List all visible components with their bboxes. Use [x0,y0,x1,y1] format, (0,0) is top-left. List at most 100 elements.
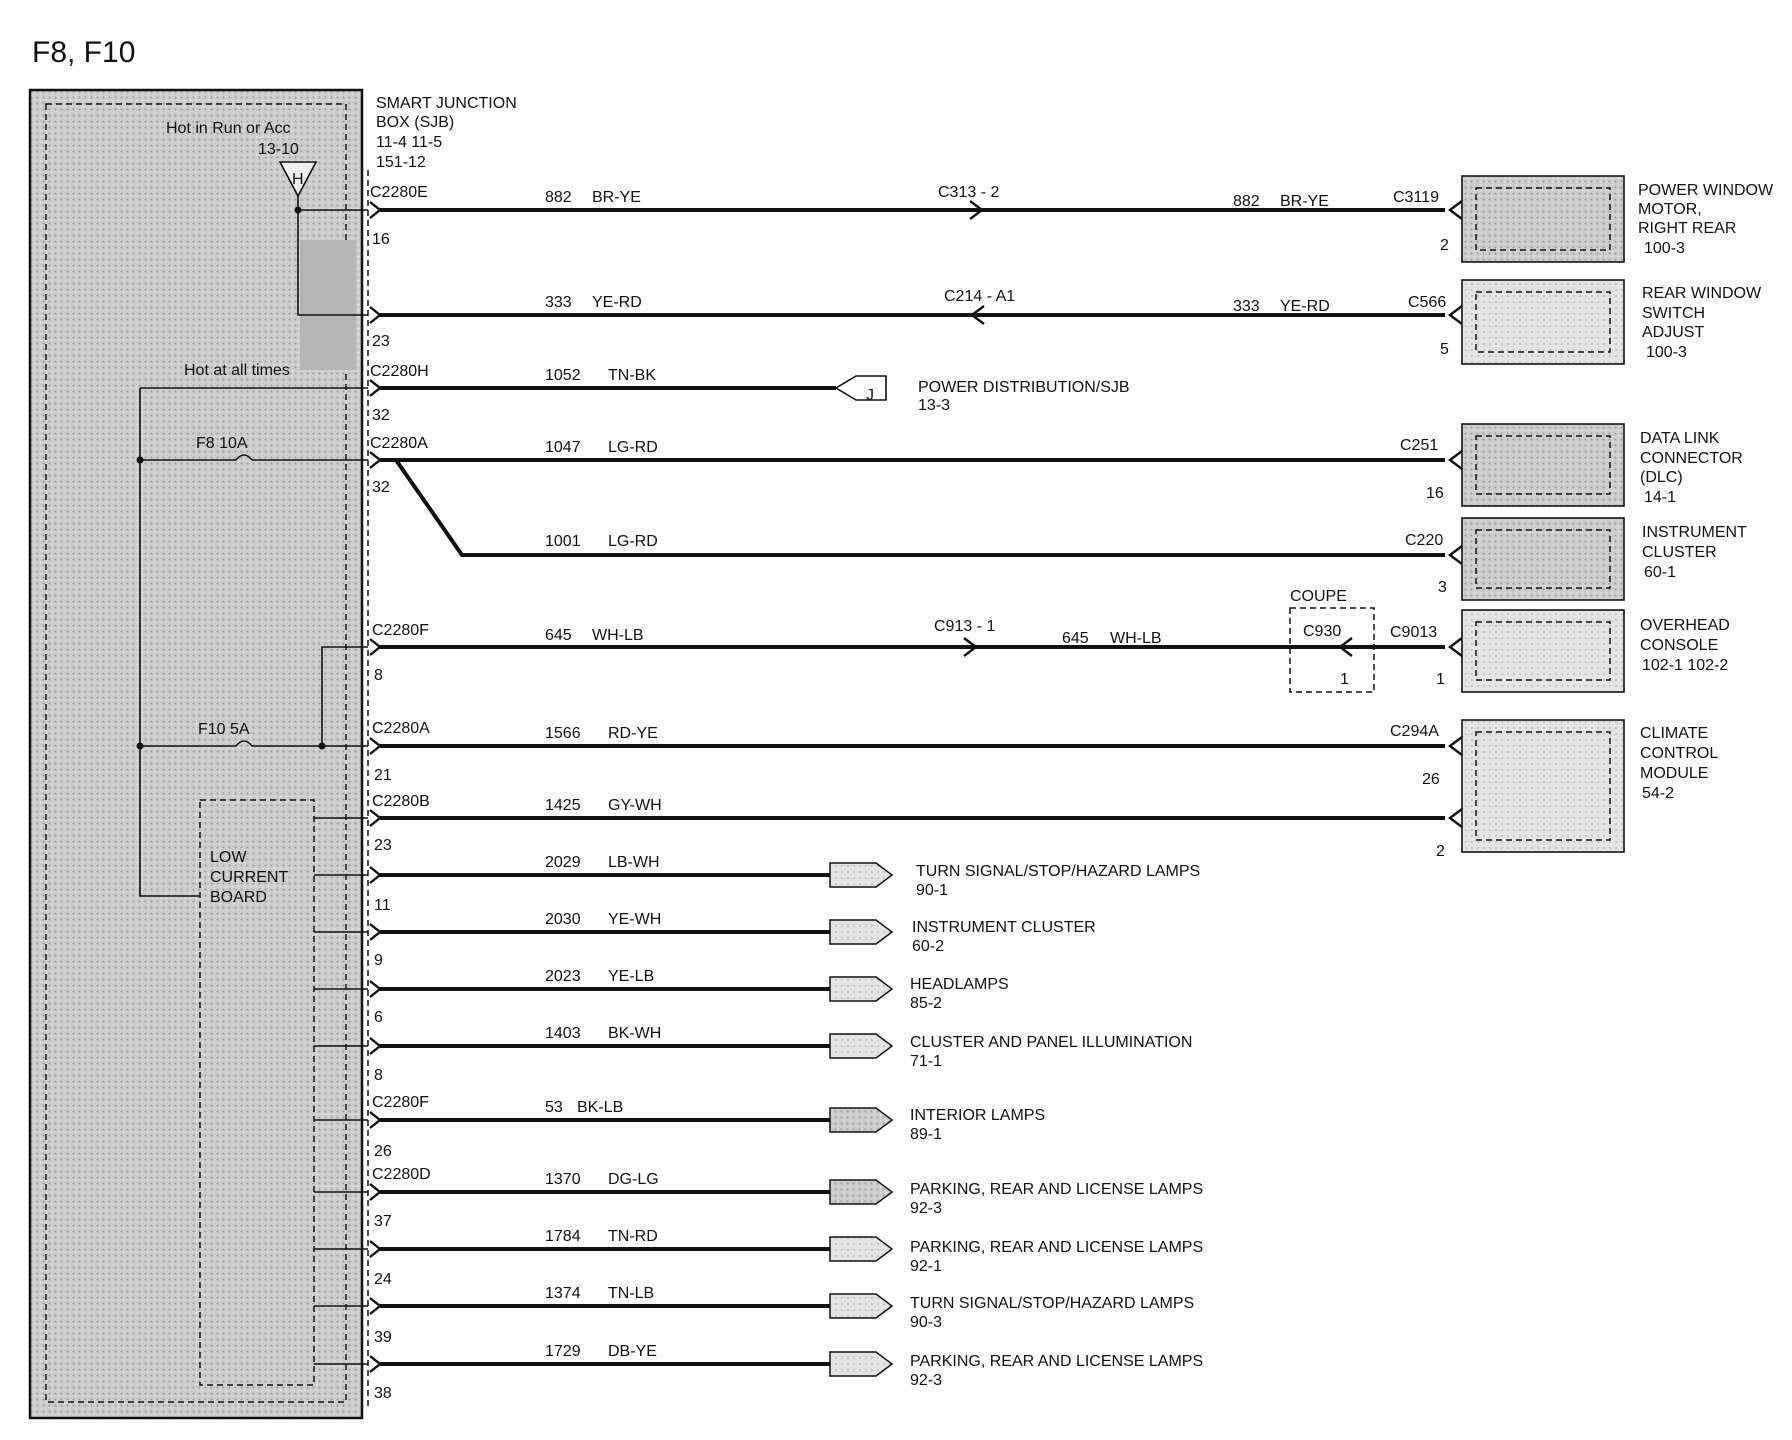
ccm-line3: MODULE [1640,765,1708,782]
w1052-circuit: 1052 [545,367,581,384]
circuit-333: 23 333 YE-RD C214 - A1 333 YE-RD C566 5 [372,288,1463,358]
oc-line2: CONSOLE [1640,637,1718,654]
component-rear-window-switch: REAR WINDOW SWITCH ADJUST 100-3 [1461,279,1762,365]
w645-coupe-label: COUPE [1290,588,1347,605]
w333-color: YE-RD [592,294,642,311]
w1425-dest-pin: 2 [1436,843,1445,860]
page-ref-arrow [829,862,894,888]
w1425-connector: C2280B [372,793,430,810]
w53-circuit: 53 [545,1099,563,1116]
w2029-circuit: 2029 [545,854,581,871]
w2029-pin: 11 [374,897,391,914]
hot-run-label: Hot in Run or Acc [166,120,291,137]
w2023-dest-ref: 85-2 [910,995,942,1012]
oc-ref: 102-1 102-2 [1642,657,1728,674]
page-ref-arrow [829,919,894,945]
component-power-window-motor: POWER WINDOW MOTOR, RIGHT REAR 100-3 [1461,175,1774,263]
w1403-circuit: 1403 [545,1025,581,1042]
hot-run-symbol [278,161,318,198]
sjb-upper-relay-area [300,240,356,370]
w882-circuit: 882 [545,189,572,206]
w53-connector: C2280F [372,1094,429,1111]
page-ref-arrow [829,1107,894,1133]
oc-line1: OVERHEAD [1640,617,1730,634]
circuit-53: C2280F 26 53 BK-LB INTERIOR LAMPS 89-1 [372,1094,1045,1160]
w333-color-2: YE-RD [1280,298,1330,315]
w333-inline-connector: C214 - A1 [944,288,1015,305]
page-ref-arrow [829,976,894,1002]
w645-coupe-connector: C930 [1303,623,1341,640]
w1370-color: DG-LG [608,1171,659,1188]
w1374-pin: 39 [374,1329,392,1346]
w1729-dest: PARKING, REAR AND LICENSE LAMPS [910,1353,1203,1370]
sjb-inner-dashed [45,103,347,1403]
fuse-f10-label: F10 5A [198,721,250,738]
w1047-pin: 32 [372,479,390,496]
w1729-color: DB-YE [608,1343,657,1360]
hot-run-symbol-letter: H [292,171,304,188]
w882-color: BR-YE [592,189,641,206]
component-overhead-console: OVERHEAD CONSOLE 102-1 102-2 [1461,609,1730,693]
ccm-ref: 54-2 [1642,785,1674,802]
hot-all-label: Hot at all times [184,362,290,379]
w645-circuit-2: 645 [1062,630,1089,647]
circuit-2023: 6 2023 YE-LB HEADLAMPS 85-2 [374,968,1009,1026]
component-climate-control-module: CLIMATE CONTROL MODULE 54-2 [1461,719,1718,853]
pwm-ref: 100-3 [1644,240,1685,257]
circuit-1425: C2280B 23 1425 GY-WH 2 [372,793,1463,860]
w2023-dest: HEADLAMPS [910,976,1009,993]
w1370-dest: PARKING, REAR AND LICENSE LAMPS [910,1181,1203,1198]
circuit-1001: 1001 LG-RD C220 3 [394,458,1463,596]
w1425-pin: 23 [374,837,392,854]
sjb-refs-line2: 151-12 [376,154,426,171]
ref-symbol-j [834,375,887,401]
w1566-pin: 21 [374,767,392,784]
w53-dest: INTERIOR LAMPS [910,1107,1045,1124]
circuit-1729: 38 1729 DB-YE PARKING, REAR AND LICENSE … [374,1343,1203,1402]
w53-pin: 26 [374,1143,392,1160]
low-current-line2: CURRENT [210,869,288,886]
fuse-f8-label: F8 10A [196,435,248,452]
w1566-circuit: 1566 [545,725,581,742]
w1784-dest: PARKING, REAR AND LICENSE LAMPS [910,1239,1203,1256]
w1729-dest-ref: 92-3 [910,1372,942,1389]
w2030-dest: INSTRUMENT CLUSTER [912,919,1096,936]
circuit-2029: 11 2029 LB-WH TURN SIGNAL/STOP/HAZARD LA… [374,854,1200,914]
page-ref-arrow [829,1351,894,1377]
rws-line3: ADJUST [1642,324,1704,341]
w53-color: BK-LB [577,1099,623,1116]
low-current-board [199,799,315,1386]
w1052-connector: C2280H [370,363,429,380]
pwm-line3: RIGHT REAR [1638,220,1736,237]
sjb-name-line2: BOX (SJB) [376,114,454,131]
w53-dest-ref: 89-1 [910,1126,942,1143]
w882-dest-connector: C3119 [1393,189,1439,206]
w2029-dest: TURN SIGNAL/STOP/HAZARD LAMPS [916,863,1200,880]
circuit-645: COUPE C930 1 C2280F 8 645 WH-LB C913 - 1… [372,588,1463,693]
w1784-circuit: 1784 [545,1228,581,1245]
w2029-dest-ref: 90-1 [916,882,948,899]
w1370-dest-ref: 92-3 [910,1200,942,1217]
circuit-1374: 39 1374 TN-LB TURN SIGNAL/STOP/HAZARD LA… [374,1285,1194,1346]
w1425-circuit: 1425 [545,797,581,814]
w2023-circuit: 2023 [545,968,581,985]
w1729-circuit: 1729 [545,1343,581,1360]
w333-pin: 23 [372,333,390,350]
w1784-color: TN-RD [608,1228,658,1245]
w333-circuit-2: 333 [1233,298,1260,315]
sjb-name-line1: SMART JUNCTION [376,95,517,112]
circuit-1047: C2280A 32 1047 LG-RD C251 16 [370,435,1463,502]
w2029-color: LB-WH [608,854,660,871]
w1374-color: TN-LB [608,1285,654,1302]
w882-inline-connector: C313 - 2 [938,184,999,201]
circuit-1370: C2280D 37 1370 DG-LG PARKING, REAR AND L… [372,1166,1203,1230]
w1784-dest-ref: 92-1 [910,1258,942,1275]
w1374-circuit: 1374 [545,1285,581,1302]
page-ref-arrow [829,1236,894,1262]
w1566-dest-pin: 26 [1422,771,1440,788]
low-current-line3: BOARD [210,889,267,906]
page-ref-arrow [829,1179,894,1205]
w1425-color: GY-WH [608,797,662,814]
w1001-color: LG-RD [608,533,658,550]
ccm-line1: CLIMATE [1640,725,1708,742]
